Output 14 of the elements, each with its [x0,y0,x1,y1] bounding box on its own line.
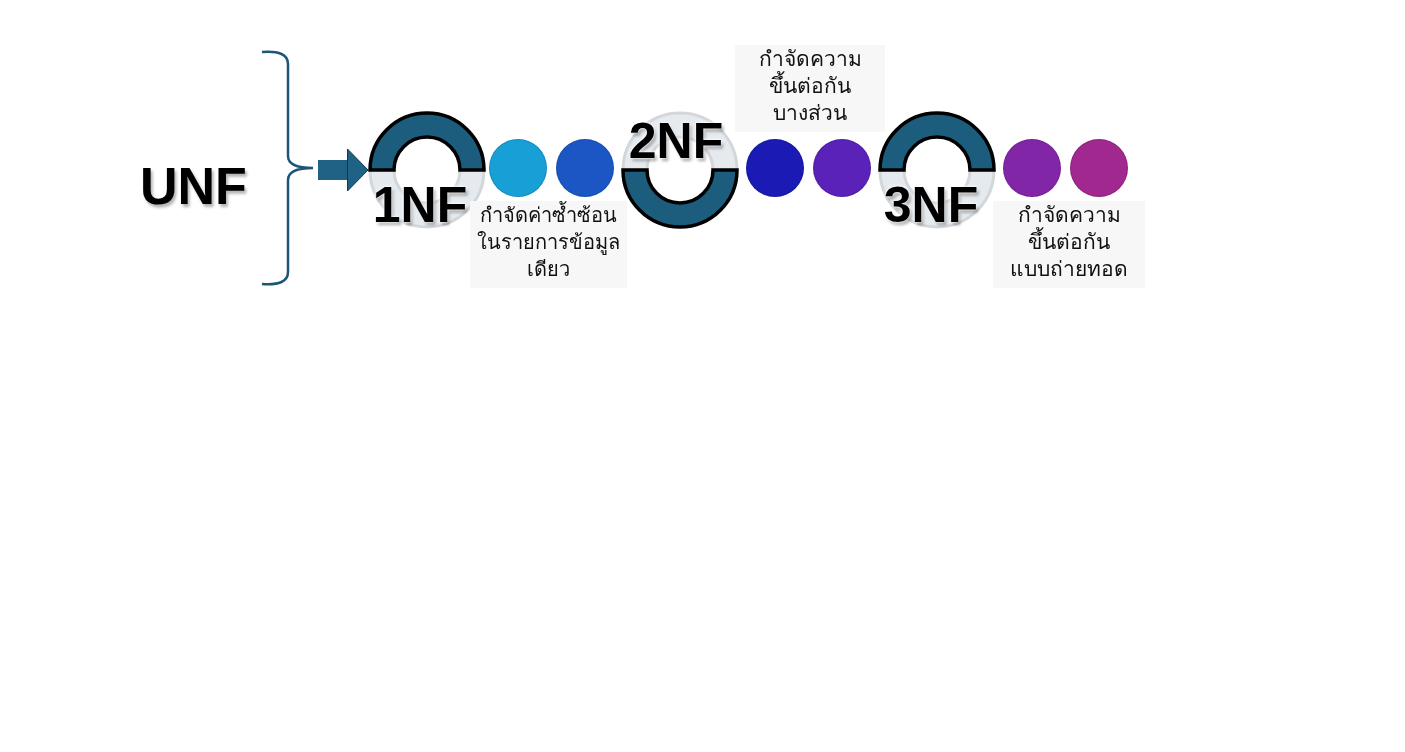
caption-text: กำจัดความขึ้นต่อกันบางส่วน [735,45,885,132]
dot [489,139,547,197]
stage-label: 3NF [883,180,979,230]
dot [813,139,871,197]
dot [556,139,614,197]
dot [1070,139,1128,197]
arrow [318,148,369,192]
form-label: UNF [140,160,247,212]
caption-text: กำจัดความขึ้นต่อกันแบบถ่ายทอด [993,201,1145,288]
dot [746,139,804,197]
dot [1003,139,1061,197]
stage-label: 1NF [372,180,468,230]
stage-label: 2NF [628,116,724,166]
caption-text: กำจัดค่าซ้ำซ้อนในรายการข้อมูลเดียว [470,201,627,288]
